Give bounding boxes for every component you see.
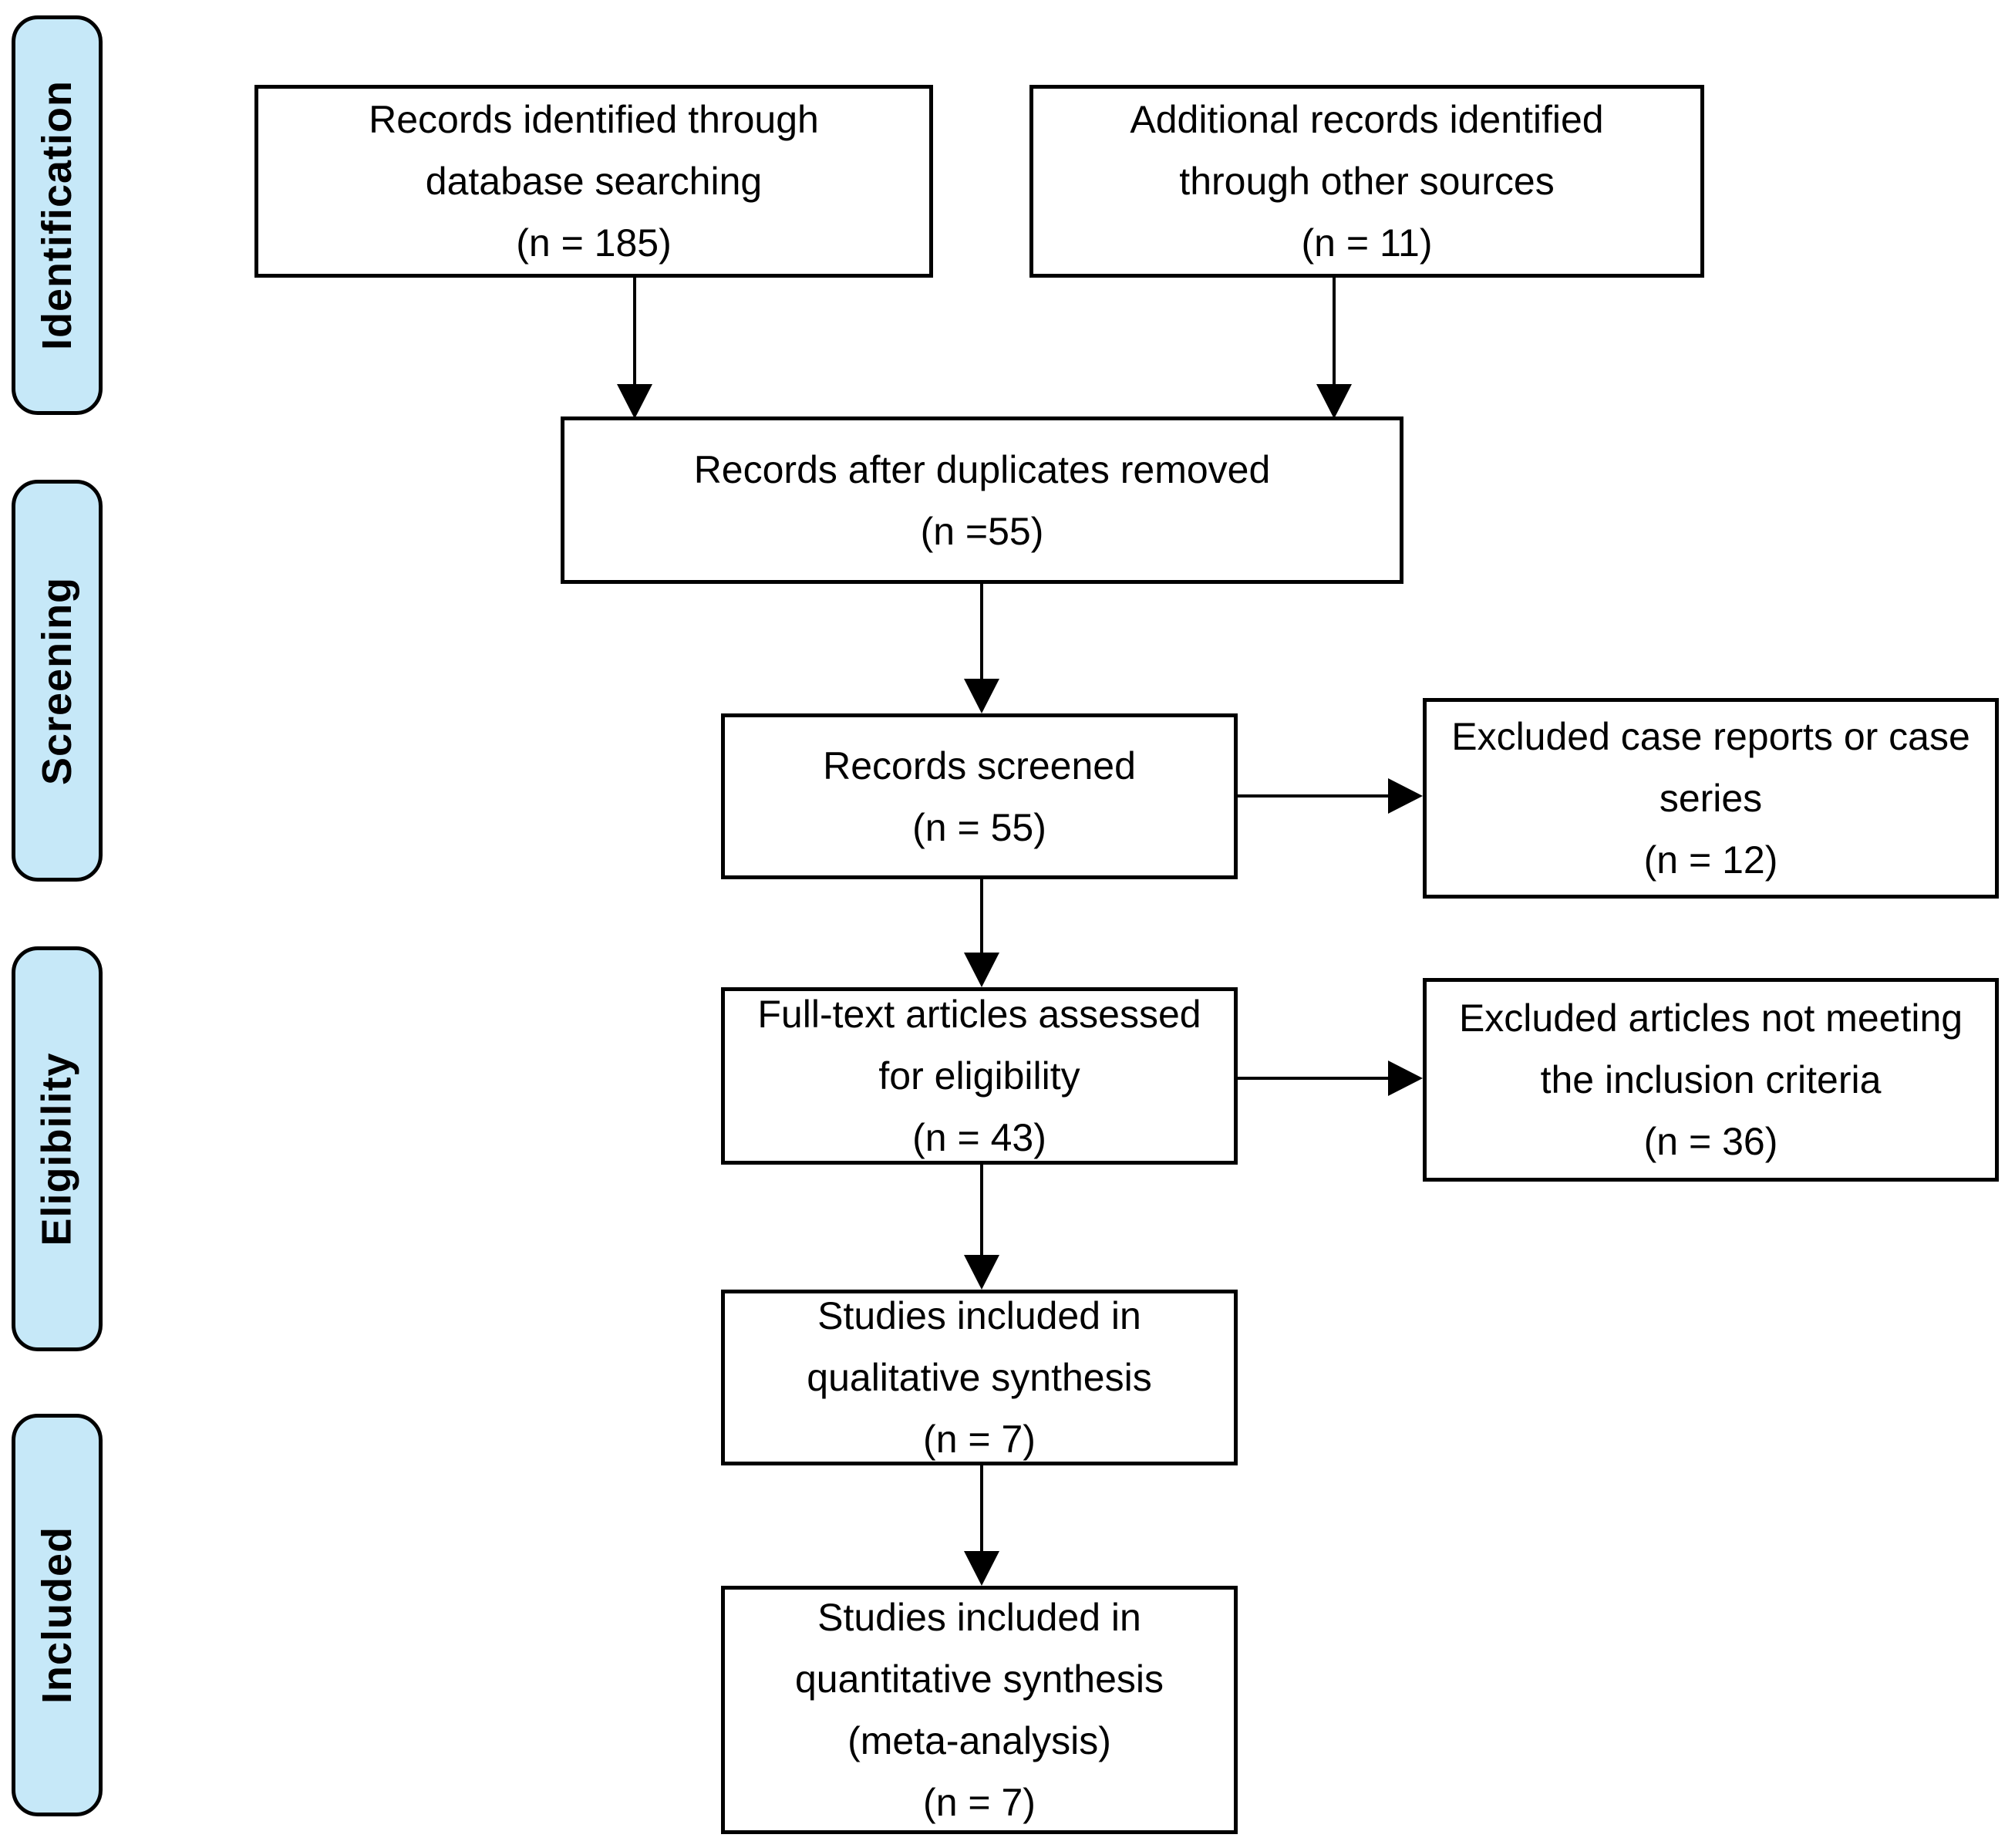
arrow-line-fulltext-to-qualitative — [980, 1165, 983, 1257]
box-line: series — [1659, 777, 1763, 820]
arrowhead-fulltext-to-qualitative — [964, 1255, 999, 1290]
box-fulltext-assessed: Full-text articles assessed for eligibil… — [721, 987, 1238, 1165]
box-line: (n = 7) — [923, 1418, 1036, 1461]
arrowhead-screened-to-fulltext — [964, 953, 999, 987]
box-line: qualitative synthesis — [807, 1356, 1152, 1399]
box-line: Studies included in — [817, 1294, 1141, 1337]
stage-included: Included — [12, 1414, 103, 1816]
box-line: Records identified through — [369, 98, 819, 141]
box-line: the inclusion criteria — [1540, 1058, 1882, 1101]
stage-screening: Screening — [12, 480, 103, 882]
box-line: (n = 55) — [912, 805, 1046, 849]
box-line: for eligibility — [878, 1054, 1080, 1098]
box-line: Full-text articles assessed — [757, 993, 1201, 1036]
box-records-screened: Records screened (n = 55) — [721, 713, 1238, 879]
box-line: (n = 11) — [1301, 221, 1433, 265]
arrow-line-fulltext-to-excluded — [1238, 1077, 1390, 1080]
stage-included-label: Included — [34, 1526, 81, 1705]
box-line: database searching — [425, 160, 763, 203]
stage-identification-label: Identification — [34, 80, 80, 350]
box-line: (n =55) — [920, 509, 1044, 553]
box-line: Records after duplicates removed — [693, 447, 1271, 491]
box-quantitative-synthesis: Studies included in quantitative synthes… — [721, 1586, 1238, 1834]
arrow-line-other-to-duplicates — [1333, 278, 1336, 386]
box-line: Excluded case reports or case — [1451, 715, 1970, 758]
box-line: (n = 36) — [1643, 1120, 1778, 1163]
box-qualitative-synthesis: Studies included in qualitative synthesi… — [721, 1290, 1238, 1465]
box-line: (n = 185) — [516, 221, 672, 265]
arrowhead-screened-to-excluded — [1388, 778, 1423, 814]
stage-identification: Identification — [12, 15, 103, 415]
stage-eligibility-label: Eligibility — [34, 1051, 80, 1246]
arrow-line-screened-to-excluded — [1238, 794, 1390, 798]
box-additional-records: Additional records identified through ot… — [1029, 85, 1704, 278]
arrow-line-duplicates-to-screened — [980, 584, 983, 680]
arrow-line-qualitative-to-quantitative — [980, 1465, 983, 1553]
box-line: Additional records identified — [1130, 98, 1604, 141]
box-line: Studies included in — [817, 1596, 1141, 1639]
arrowhead-fulltext-to-excluded — [1388, 1061, 1423, 1096]
box-line: through other sources — [1179, 160, 1555, 203]
box-excluded-case-reports: Excluded case reports or case series (n … — [1423, 698, 1999, 899]
box-duplicates-removed: Records after duplicates removed (n =55) — [561, 416, 1403, 584]
box-line: (n = 12) — [1643, 838, 1778, 882]
box-line: (n = 7) — [923, 1781, 1036, 1824]
box-line: (n = 43) — [912, 1116, 1046, 1159]
arrowhead-qualitative-to-quantitative — [964, 1551, 999, 1586]
box-line: quantitative synthesis — [794, 1657, 1164, 1701]
arrowhead-duplicates-to-screened — [964, 679, 999, 713]
box-line: Records screened — [823, 744, 1136, 787]
box-line: (meta-analysis) — [847, 1719, 1111, 1762]
arrow-line-db-to-duplicates — [633, 278, 636, 386]
arrowhead-other-to-duplicates — [1316, 384, 1352, 419]
arrowhead-db-to-duplicates — [617, 384, 652, 419]
box-excluded-not-meeting: Excluded articles not meeting the inclus… — [1423, 978, 1999, 1182]
box-line: Excluded articles not meeting — [1458, 997, 1963, 1040]
arrow-line-screened-to-fulltext — [980, 879, 983, 954]
stage-screening-label: Screening — [34, 576, 80, 785]
stage-eligibility: Eligibility — [12, 946, 103, 1351]
box-records-identified: Records identified through database sear… — [254, 85, 933, 278]
